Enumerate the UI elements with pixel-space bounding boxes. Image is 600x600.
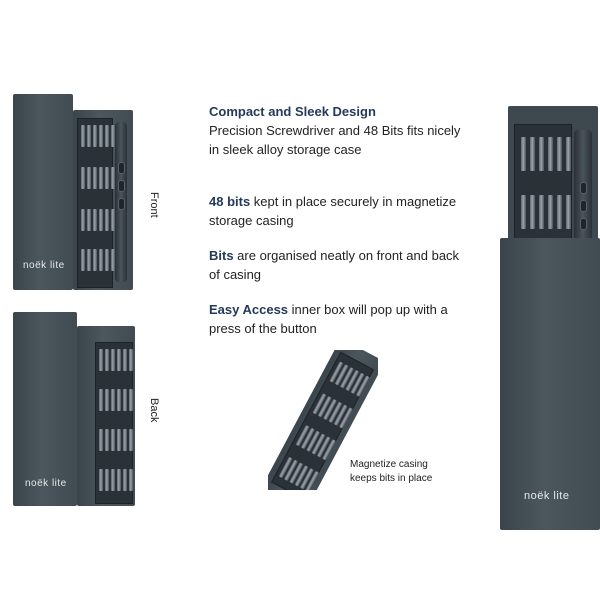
bit-row — [99, 469, 133, 491]
large-case-sleeve: noëk lite — [500, 238, 600, 530]
back-label: Back — [148, 398, 160, 423]
feature-48-bits: 48 bits kept in place securely in magnet… — [209, 192, 469, 230]
front-bit-tray — [77, 118, 115, 288]
screwdriver-front — [115, 122, 127, 282]
feature-compact: Compact and Sleek Design Precision Screw… — [209, 102, 469, 159]
feature-bits-organised: Bits are organised neatly on front and b… — [209, 246, 469, 284]
feature-text: inner box will pop up with a press of th… — [209, 302, 448, 336]
front-case-sleeve: noëk lite — [13, 94, 73, 290]
back-bit-tray — [95, 342, 133, 504]
large-case-brand: noëk lite — [524, 490, 570, 502]
feature-heading: 48 bits — [209, 194, 251, 209]
bit-row — [81, 167, 115, 189]
bit-row — [99, 389, 133, 411]
bit-row — [81, 209, 115, 231]
feature-text: Precision Screwdriver and 48 Bits fits n… — [209, 123, 461, 157]
back-case-sleeve: noëk lite — [13, 312, 77, 506]
back-case-brand: noëk lite — [25, 478, 67, 489]
back-inner-box — [77, 326, 135, 506]
bit-row — [81, 125, 115, 147]
bit-row — [99, 429, 133, 451]
feature-text: kept in place securely in magnetize stor… — [209, 194, 457, 228]
feature-heading: Compact and Sleek Design — [209, 104, 376, 119]
bit-row — [99, 349, 133, 371]
feature-heading: Easy Access — [209, 302, 289, 317]
feature-easy-access: Easy Access inner box will pop up with a… — [209, 300, 469, 338]
bit-row — [81, 249, 115, 271]
large-bit-tray — [514, 124, 572, 248]
screwdriver-large — [574, 130, 592, 260]
front-case-brand: noëk lite — [23, 260, 65, 271]
front-label: Front — [148, 192, 160, 218]
feature-heading: Bits — [209, 248, 234, 263]
magnet-caption: Magnetize casing keeps bits in place — [350, 459, 433, 484]
feature-text: are organised neatly on front and back o… — [209, 248, 460, 282]
front-inner-box — [73, 110, 133, 290]
